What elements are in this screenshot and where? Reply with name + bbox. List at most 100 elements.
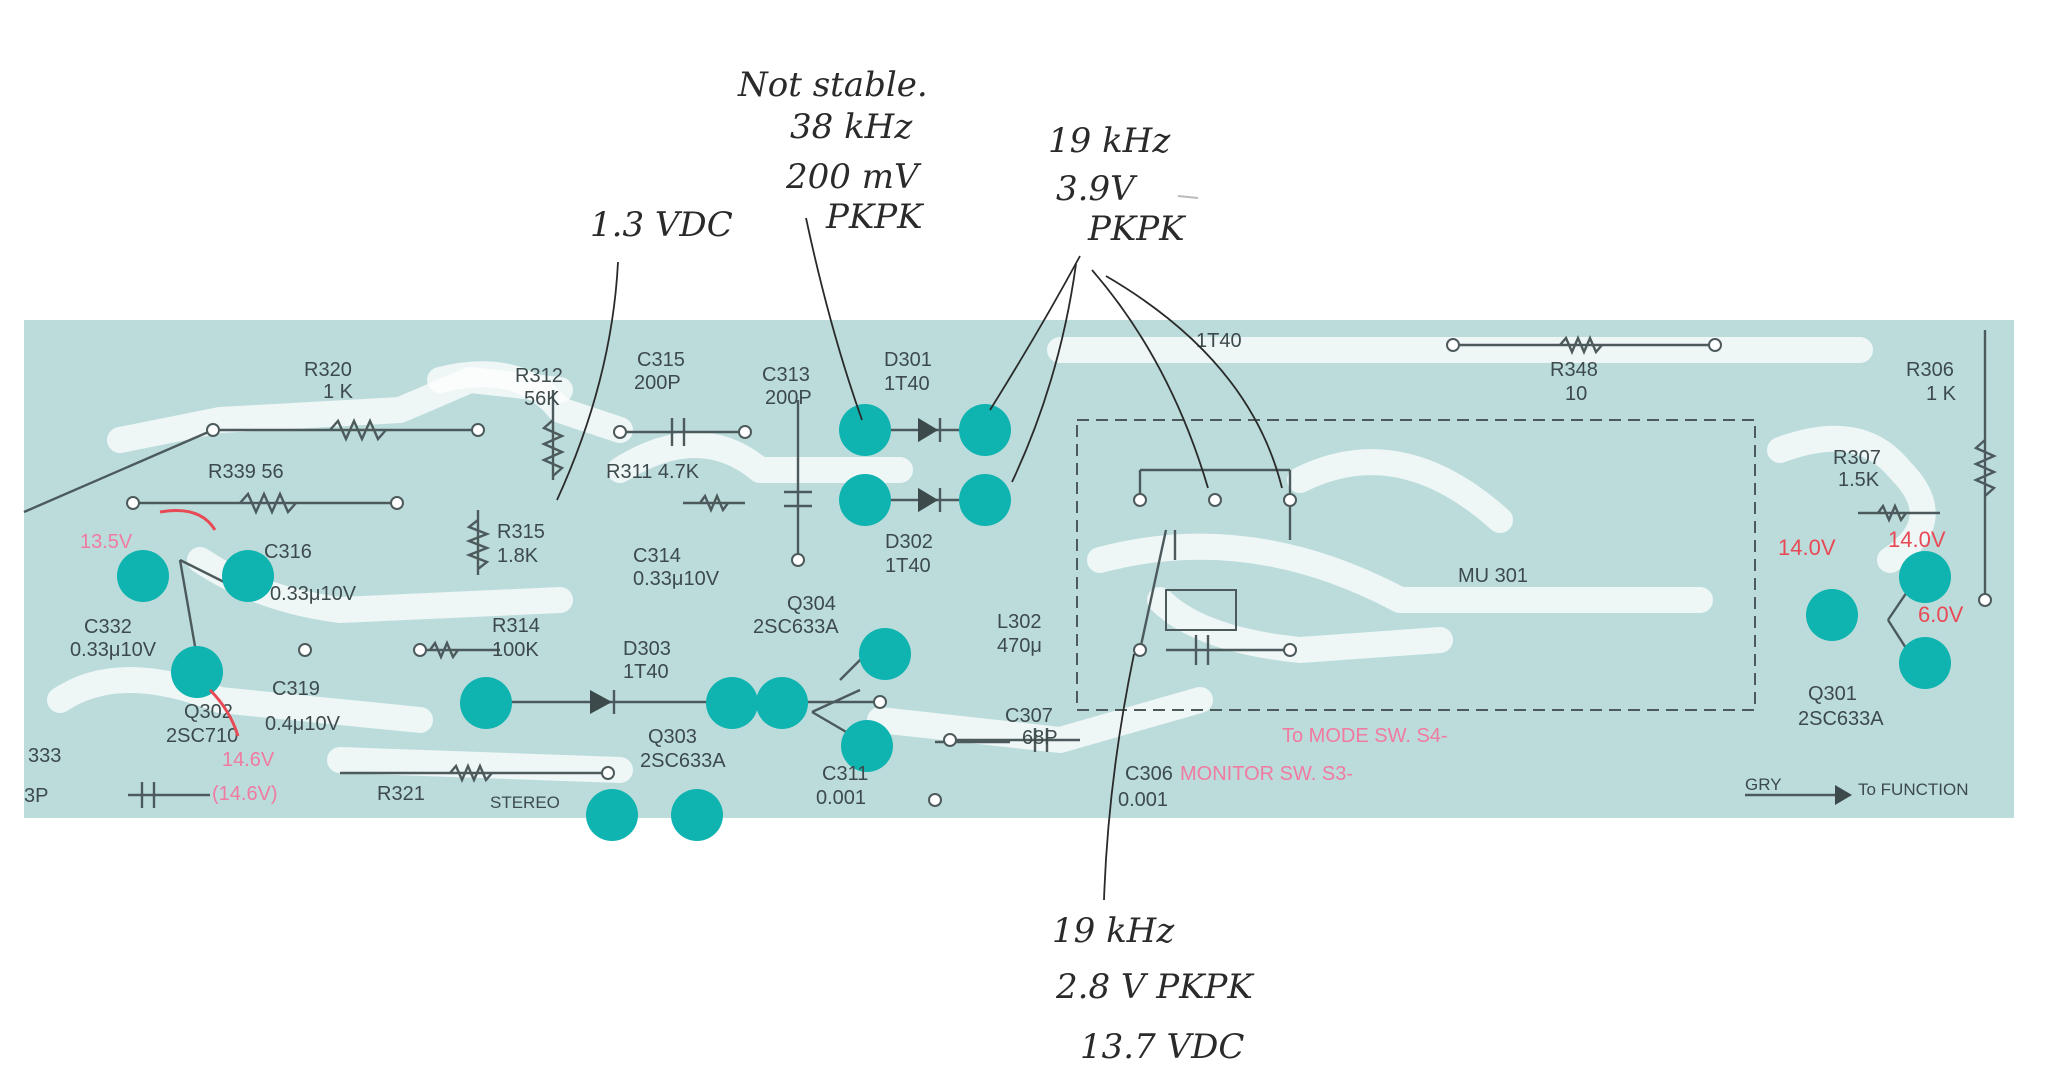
tp-q301-b	[1806, 589, 1858, 641]
voltage-q302-a: 14.6V	[222, 749, 275, 771]
svg-text:Q304: Q304	[787, 593, 836, 615]
tp-q303-c	[671, 789, 723, 841]
svg-text:R312: R312	[515, 365, 563, 387]
svg-text:1.5K: 1.5K	[1838, 469, 1880, 491]
note-pkpk-1: PKPK	[825, 197, 925, 237]
svg-text:STEREO: STEREO	[490, 793, 560, 812]
voltage-q302-top: 13.5V	[80, 531, 133, 553]
svg-text:R315: R315	[497, 521, 545, 543]
svg-text:56K: 56K	[524, 388, 560, 410]
svg-text:C319: C319	[272, 678, 320, 700]
svg-text:GRY: GRY	[1745, 775, 1782, 794]
svg-text:C315: C315	[637, 349, 685, 371]
svg-text:200P: 200P	[634, 372, 681, 394]
svg-text:C306: C306	[1125, 763, 1173, 785]
voltage-labels: 14.0V 14.0V 6.0V 14.6V (14.6V) 13.5V	[80, 508, 1964, 805]
tp-d301-a	[839, 404, 891, 456]
svg-text:C311: C311	[822, 763, 868, 785]
tp-d303-k	[706, 677, 758, 729]
tp-q301-c	[1899, 551, 1951, 603]
svg-text:0.001: 0.001	[816, 787, 866, 809]
svg-text:333: 333	[28, 745, 61, 767]
note-2-8v: 2.8 V PKPK	[1055, 967, 1255, 1007]
svg-text:R307: R307	[1833, 447, 1881, 469]
note-3-9v: 3.9V	[1056, 169, 1138, 209]
tp-q302-b	[117, 550, 169, 602]
svg-text:1 K: 1 K	[323, 381, 354, 403]
svg-text:MONITOR SW. S3-: MONITOR SW. S3-	[1180, 763, 1353, 785]
svg-text:Q303: Q303	[648, 726, 697, 748]
note-pkpk-2: PKPK	[1087, 209, 1187, 249]
svg-text:2SC633A: 2SC633A	[1798, 708, 1884, 730]
tp-q304-e	[841, 720, 893, 772]
note-200mv: 200 mV	[785, 157, 922, 197]
svg-text:Q302: Q302	[184, 701, 233, 723]
handwritten-notes: Not stable. 38 kHz 200 mV PKPK 1.3 VDC 1…	[556, 65, 1283, 1067]
svg-text:3P: 3P	[24, 785, 48, 807]
note-13-7vdc: 13.7 VDC	[1080, 1027, 1244, 1067]
note-19khz-bottom: 19 kHz	[1052, 911, 1175, 951]
junction-nodes	[126, 338, 1992, 807]
svg-text:0.33μ10V: 0.33μ10V	[270, 583, 357, 605]
tp-q301-e	[1899, 637, 1951, 689]
voltage-q301-left: 14.0V	[1778, 535, 1836, 560]
tp-q304-c	[859, 628, 911, 680]
svg-text:0.33μ10V: 0.33μ10V	[70, 639, 157, 661]
tp-q303-b	[586, 789, 638, 841]
svg-text:R306: R306	[1906, 359, 1954, 381]
schematic-labels: R320 1 K R312 56K C315 200P C313 200P D3…	[24, 330, 1969, 812]
svg-text:R348: R348	[1550, 359, 1598, 381]
svg-text:1.8K: 1.8K	[497, 545, 539, 567]
svg-text:2SC633A: 2SC633A	[753, 616, 839, 638]
svg-text:1 K: 1 K	[1926, 383, 1957, 405]
svg-text:C313: C313	[762, 364, 810, 386]
mu301-label: MU 301	[1458, 565, 1528, 587]
svg-text:100K: 100K	[492, 639, 539, 661]
svg-text:To MODE SW. S4-: To MODE SW. S4-	[1282, 725, 1448, 747]
voltage-q301-right: 14.0V	[1888, 527, 1946, 552]
svg-text:R321: R321	[377, 783, 425, 805]
svg-text:200P: 200P	[765, 387, 812, 409]
svg-text:R311 4.7K: R311 4.7K	[606, 461, 700, 483]
svg-text:470μ: 470μ	[997, 635, 1042, 657]
svg-text:L302: L302	[997, 611, 1042, 633]
svg-text:Q301: Q301	[1808, 683, 1857, 705]
svg-text:D301: D301	[884, 349, 932, 371]
tp-d301-k	[959, 404, 1011, 456]
svg-text:2SC633A: 2SC633A	[640, 750, 726, 772]
svg-text:C332: C332	[84, 616, 132, 638]
svg-text:C316: C316	[264, 541, 312, 563]
tp-q304-b	[756, 677, 808, 729]
svg-text:1T40: 1T40	[884, 373, 930, 395]
svg-text:R314: R314	[492, 615, 540, 637]
svg-text:R320: R320	[304, 359, 352, 381]
voltage-q301-emitter: 6.0V	[1918, 602, 1964, 627]
svg-text:68P: 68P	[1022, 727, 1058, 749]
tp-d302-k	[959, 474, 1011, 526]
tp-d303-a	[460, 677, 512, 729]
voltage-q302-b: (14.6V)	[212, 783, 278, 805]
svg-text:R339 56: R339 56	[208, 461, 284, 483]
tp-q302-c	[222, 550, 274, 602]
svg-text:2SC710: 2SC710	[166, 725, 238, 747]
mu301-box	[1076, 419, 1756, 711]
svg-text:C314: C314	[633, 545, 681, 567]
tp-q302-e	[171, 646, 223, 698]
svg-text:C307: C307	[1005, 705, 1053, 727]
note-19khz-top: 19 kHz	[1048, 121, 1171, 161]
note-1-3vdc: 1.3 VDC	[590, 205, 733, 245]
svg-text:D302: D302	[885, 531, 933, 553]
tp-d302-a	[839, 474, 891, 526]
svg-text:D303: D303	[623, 638, 671, 660]
svg-text:0.001: 0.001	[1118, 789, 1168, 811]
svg-text:1T40: 1T40	[1196, 330, 1242, 352]
test-points	[117, 404, 1951, 841]
svg-text:1T40: 1T40	[623, 661, 669, 683]
svg-text:10: 10	[1565, 383, 1587, 405]
note-38khz: 38 kHz	[790, 107, 913, 147]
svg-text:0.33μ10V: 0.33μ10V	[633, 568, 720, 590]
note-not-stable: Not stable.	[737, 65, 928, 105]
svg-text:1T40: 1T40	[885, 555, 931, 577]
svg-text:To FUNCTION: To FUNCTION	[1858, 780, 1969, 799]
